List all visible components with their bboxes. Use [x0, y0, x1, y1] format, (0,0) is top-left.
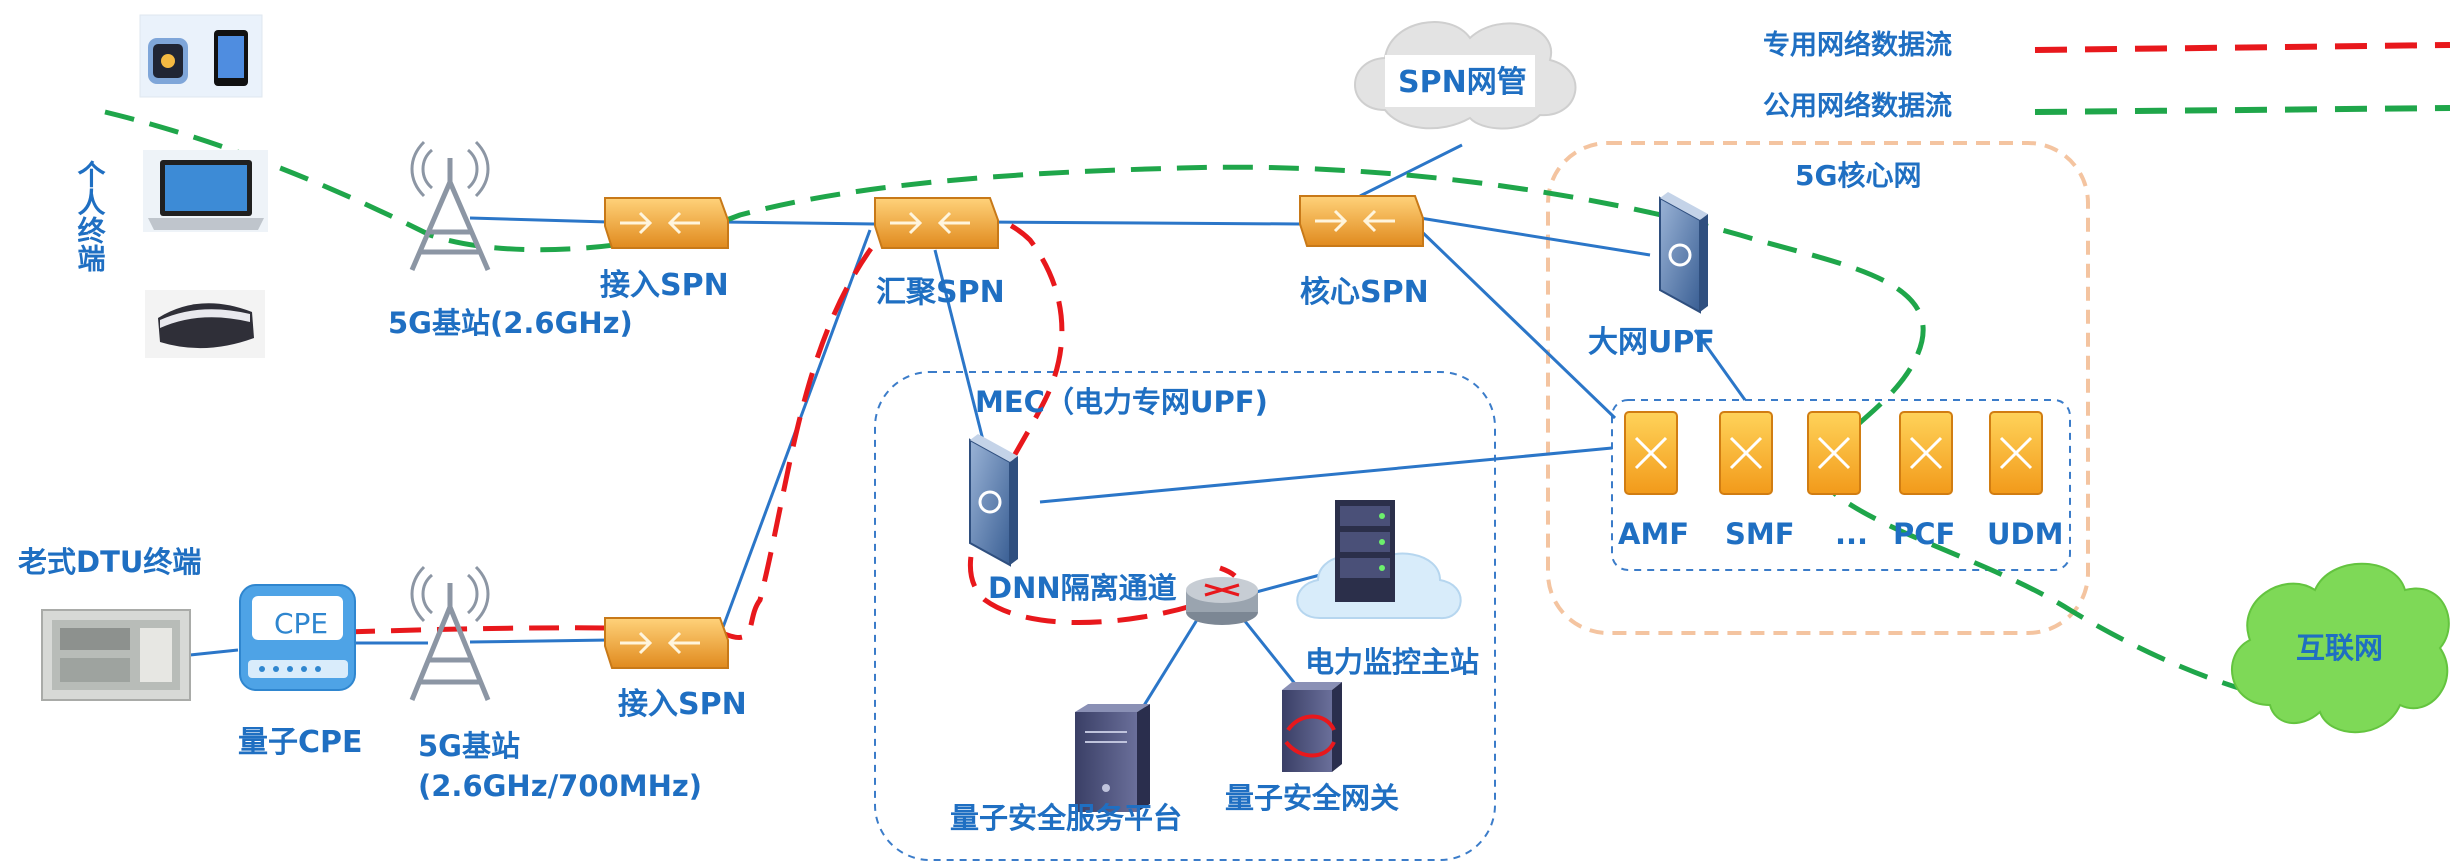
core-functions-box [1611, 399, 2071, 571]
access-spn-bottom-icon [604, 617, 729, 669]
access-spn-top-label: 接入SPN [600, 268, 729, 303]
link-core-spn-core-functions [1418, 228, 1617, 420]
power-station-label: 电力监控主站 [1305, 645, 1479, 679]
link-aggregation-mec [933, 249, 987, 449]
internet-label: 互联网 [2296, 631, 2383, 665]
personal-terminal-label: 个人终端 [74, 160, 107, 273]
link-core-spn-mgmt [1359, 143, 1463, 198]
big-upf-label: 大网UPF [1588, 325, 1715, 360]
base-station-bottom-icon [409, 565, 491, 701]
aggregation-spn-icon [874, 197, 999, 249]
core-network-label: 5G核心网 [1795, 159, 1921, 192]
public-flow-path [104, 109, 2246, 693]
link-router-quantum-service [1138, 614, 1202, 713]
base-station-top-label: 5G基站(2.6GHz) [388, 306, 633, 340]
core-function-amf [1624, 411, 1678, 495]
link-core-spn-big-upf [1419, 216, 1651, 257]
watch-phone-icon [139, 14, 263, 98]
internet-cloud [2231, 562, 2450, 734]
quantum-gateway-label: 量子安全网关 [1225, 781, 1399, 815]
base-station-top-icon [409, 140, 491, 271]
link-bs-top-access-spn [469, 216, 609, 224]
core-function-smf [1719, 411, 1773, 495]
laptop-icon [143, 150, 268, 232]
aggregation-spn-label: 汇聚SPN [876, 275, 1005, 310]
mec-box [874, 371, 1496, 861]
link-router-quantum-gateway [1238, 614, 1302, 691]
link-mec-core-functions [1039, 446, 1613, 504]
core-spn-icon [1299, 195, 1424, 247]
core-function-pcf [1899, 411, 1953, 495]
core-function-label: UDM [1987, 517, 2063, 551]
legend-private-label: 专用网络数据流 [1763, 29, 1952, 61]
core-function-label: AMF [1618, 517, 1689, 551]
access-spn-bottom-label: 接入SPN [618, 687, 747, 722]
router-icon [1186, 577, 1258, 625]
quantum-service-label: 量子安全服务平台 [950, 801, 1182, 835]
link-access-spn-aggregation [721, 220, 876, 226]
base-station-bottom-label-2: (2.6GHz/700MHz) [418, 769, 702, 803]
link-aggregation-core-spn [984, 220, 1301, 226]
dnn-channel-label: DNN隔离通道 [988, 571, 1177, 605]
quantum-cpe-label: 量子CPE [238, 725, 363, 760]
legend-private-line [2034, 42, 2450, 53]
power-station-icon [1296, 500, 1462, 620]
old-dtu-label: 老式DTU终端 [18, 545, 201, 579]
core-function-label: ... [1835, 517, 1868, 551]
mec-label: MEC（电力专网UPF) [975, 385, 1268, 419]
mec-upf-icon [969, 434, 1018, 567]
legend-public-label: 公用网络数据流 [1763, 90, 1952, 122]
dtu-device-image [41, 609, 191, 701]
core-network-box [1546, 141, 2090, 635]
link-dtu-cpe [189, 648, 239, 657]
quantum-gateway-icon [1282, 682, 1342, 772]
cpe-device-icon [239, 584, 356, 691]
core-spn-label: 核心SPN [1300, 275, 1429, 310]
link-upf-core-functions [1693, 329, 1747, 401]
core-function-label: SMF [1725, 517, 1795, 551]
quantum-service-server-icon [1075, 704, 1150, 812]
cpe-device-text: CPE [274, 607, 328, 640]
core-function-label: PCF [1893, 517, 1955, 551]
access-spn-top-icon [604, 197, 729, 249]
base-station-bottom-label-1: 5G基站 [418, 729, 520, 763]
big-upf-icon [1659, 192, 1708, 314]
core-function-ellipsis [1807, 411, 1861, 495]
core-function-udm [1989, 411, 2043, 495]
spn-mgmt-cloud [1354, 21, 1577, 130]
spn-mgmt-label: SPN网管 [1398, 65, 1527, 100]
vr-headset-icon [145, 290, 265, 358]
network-links [189, 143, 1747, 713]
link-bs-bottom-access-spn [469, 638, 611, 644]
legend-public-line [2034, 105, 2450, 115]
